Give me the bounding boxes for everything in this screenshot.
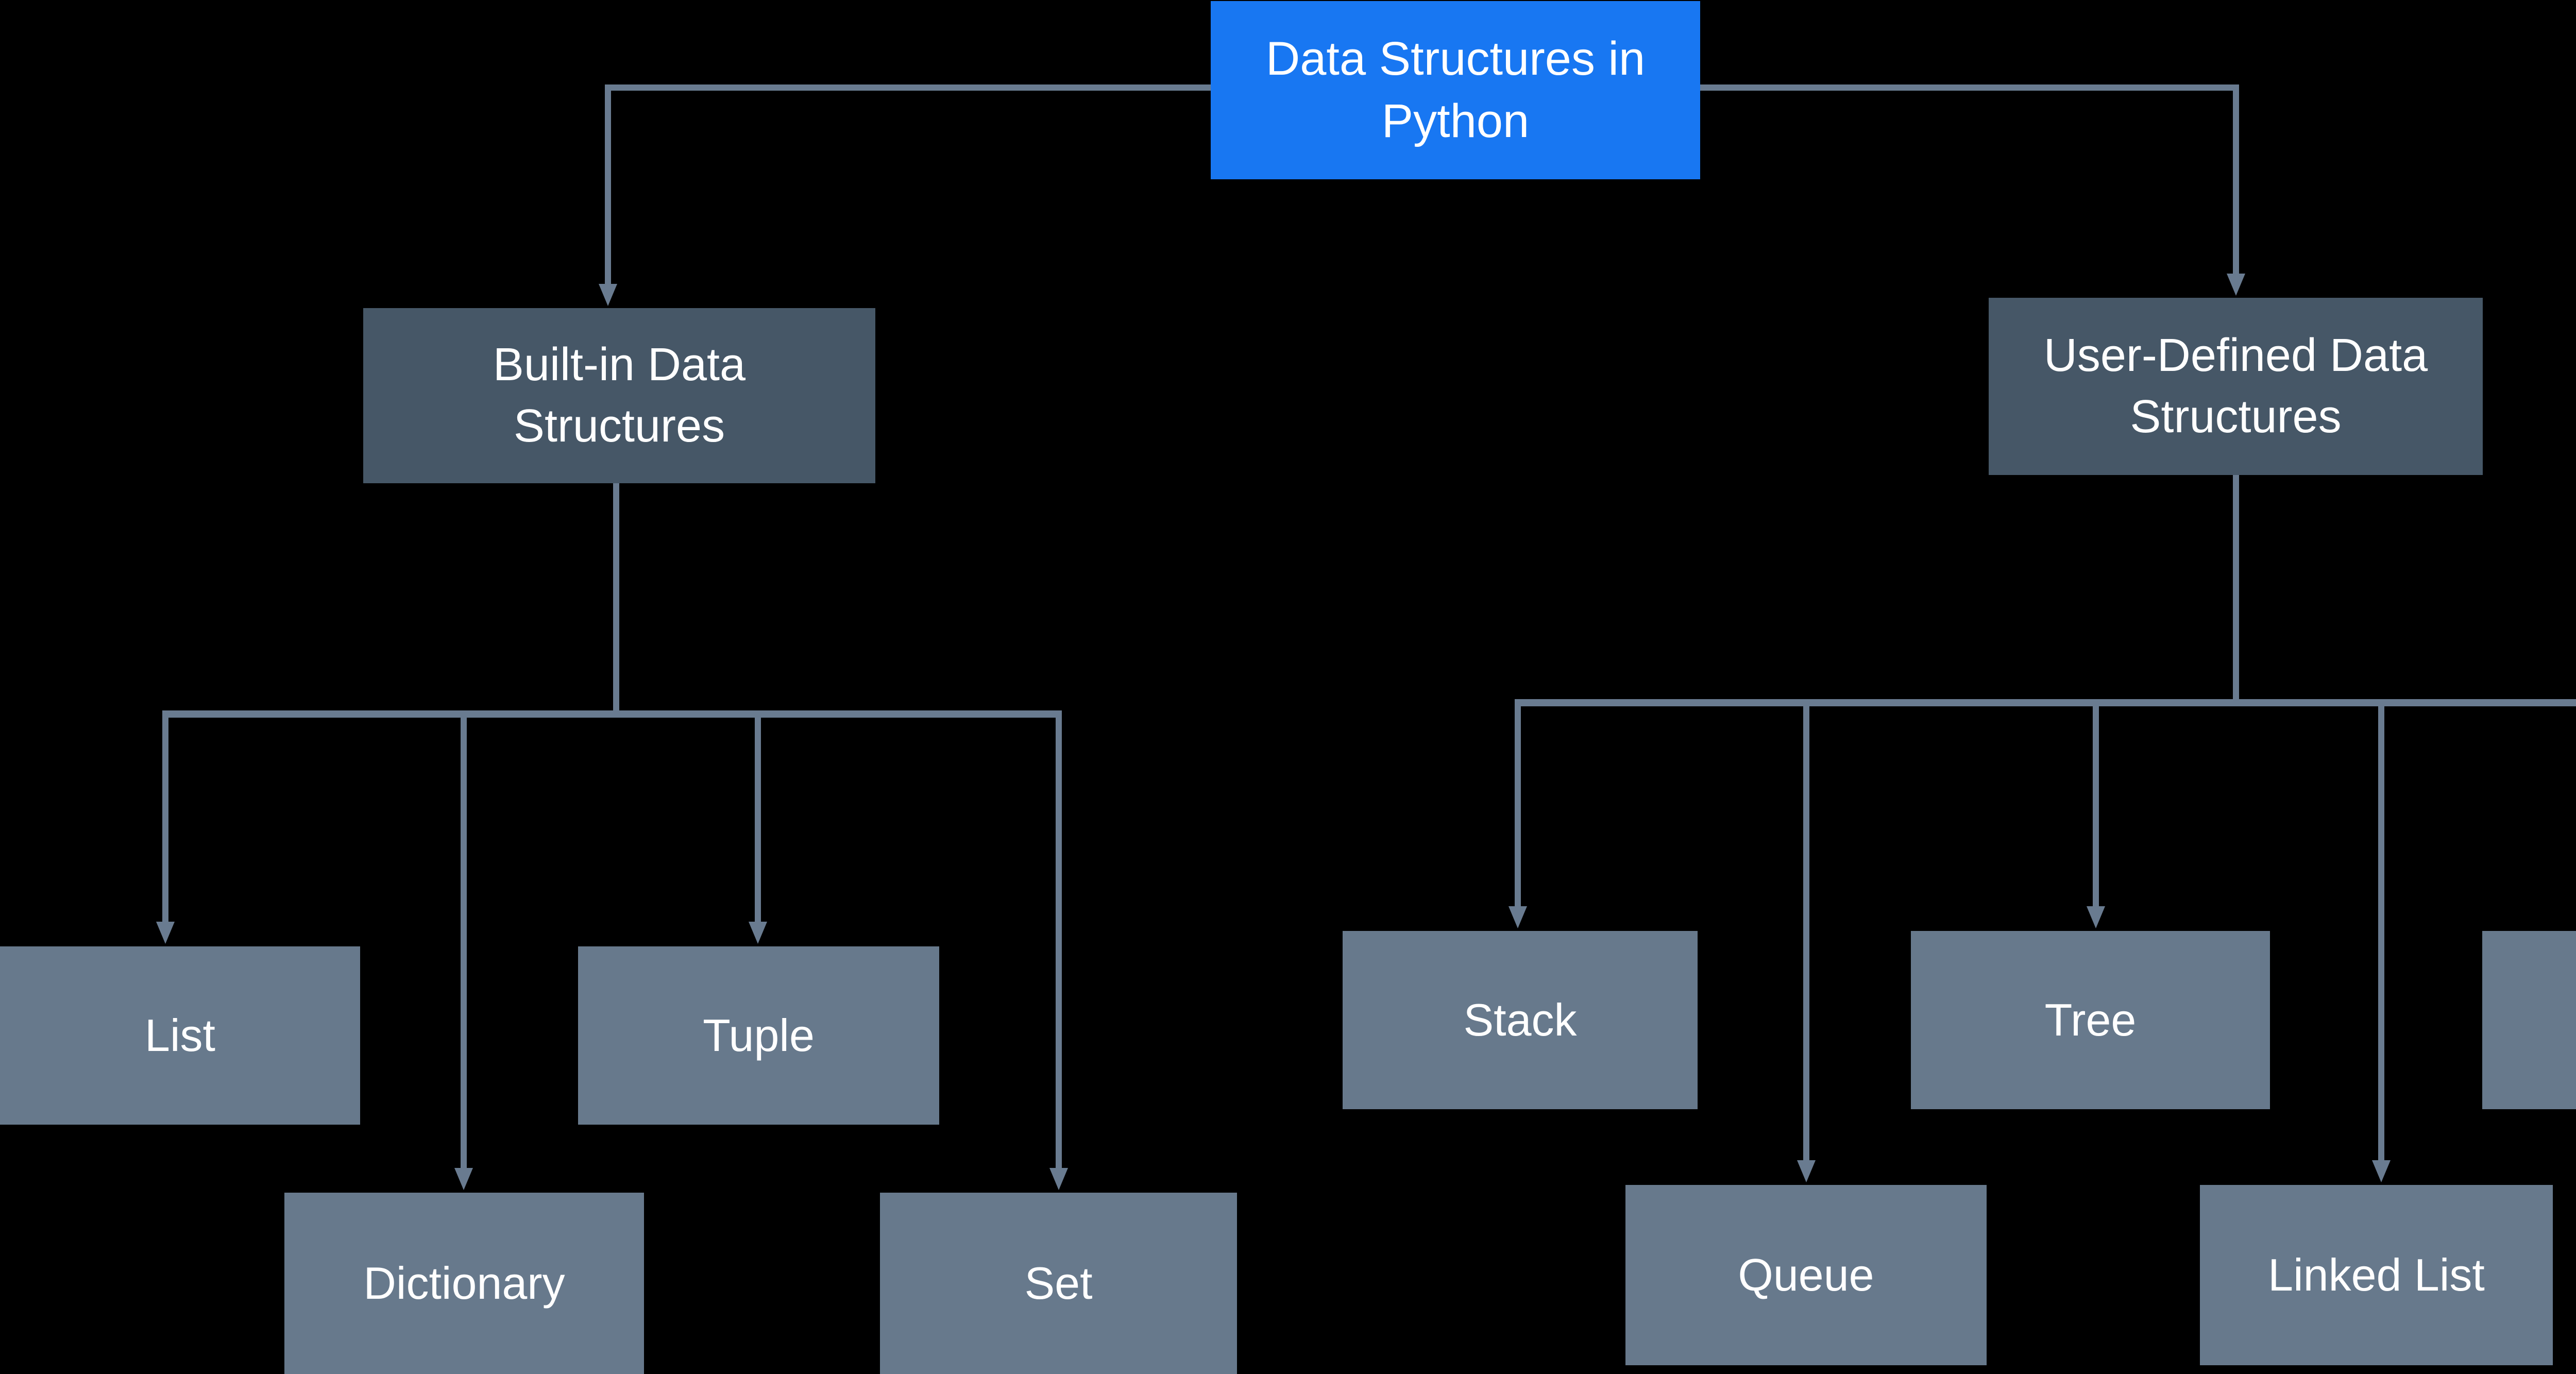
edge-bus-to-dictionary <box>454 714 473 1190</box>
arrowhead-list <box>156 922 175 944</box>
edge-bus-to-tree <box>2087 703 2105 928</box>
node-label: Tuple <box>703 1009 815 1061</box>
arrowhead-stack <box>1509 906 1527 928</box>
edge-bus-to-queue <box>1797 703 1816 1182</box>
node-user-defined-data-structures: User-Defined Data Structures <box>1989 298 2483 475</box>
node-label: Stack <box>1463 994 1577 1045</box>
arrowhead-tuple <box>749 922 767 944</box>
node-dictionary: Dictionary <box>284 1193 644 1374</box>
node-graph: Graph <box>2482 931 2576 1109</box>
node-stack: Stack <box>1343 931 1698 1109</box>
edge-root-to-userdef <box>1700 84 2245 296</box>
node-linked-list: Linked List <box>2200 1185 2553 1365</box>
arrowhead-linkedlist <box>2372 1160 2391 1182</box>
arrowhead-dictionary <box>454 1168 473 1190</box>
node-label: Data Structures in Python <box>1265 32 1646 147</box>
edge-bus-to-linkedlist <box>2372 703 2391 1182</box>
arrowhead-set <box>1049 1168 1068 1190</box>
node-queue: Queue <box>1625 1185 1987 1365</box>
edge-bus-to-tuple <box>749 714 767 944</box>
edge-bus-to-stack <box>1509 703 1527 928</box>
node-root-data-structures-in-python: Data Structures in Python <box>1211 1 1700 179</box>
node-label: User-Defined Data Structures <box>2043 330 2428 443</box>
node-label: Linked List <box>2268 1249 2485 1300</box>
arrowhead-tree <box>2087 906 2105 928</box>
node-label: List <box>145 1009 215 1061</box>
arrowhead-queue <box>1797 1160 1816 1182</box>
arrowhead-builtin <box>599 284 617 306</box>
node-set: Set <box>880 1193 1237 1374</box>
edge-root-to-builtin <box>599 84 1211 306</box>
arrowhead-userdef <box>2227 274 2245 296</box>
edge-bus-to-set <box>1049 714 1068 1190</box>
node-label: Tree <box>2044 994 2137 1045</box>
node-list: List <box>0 946 360 1125</box>
node-label: Dictionary <box>363 1257 565 1309</box>
node-tree: Tree <box>1911 931 2270 1109</box>
node-tuple: Tuple <box>578 946 939 1125</box>
node-label: Queue <box>1738 1249 1874 1300</box>
node-label: Built-in Data Structures <box>493 339 746 452</box>
node-built-in-data-structures: Built-in Data Structures <box>363 308 875 483</box>
node-label: Set <box>1024 1257 1093 1309</box>
edge-bus-to-list <box>156 714 175 944</box>
